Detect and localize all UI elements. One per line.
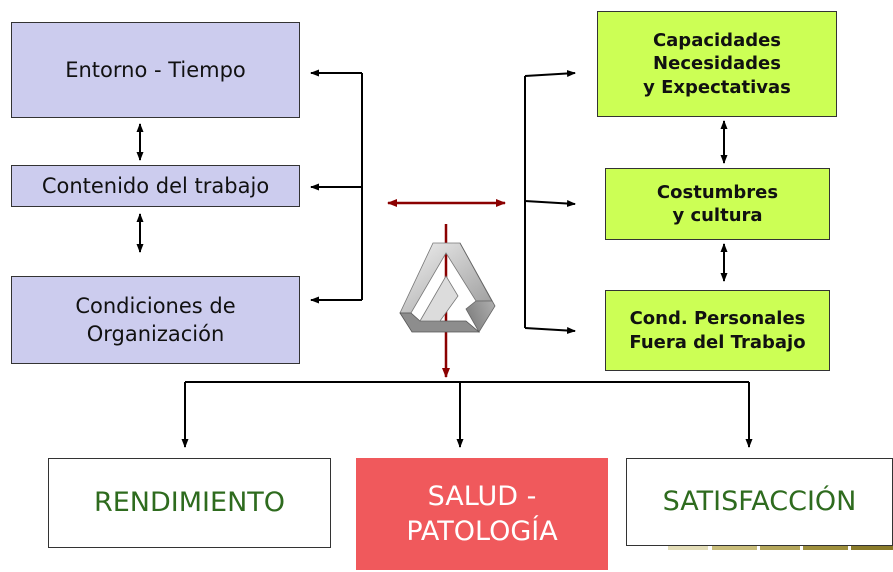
condiciones-organizacion-box: Condiciones de Organización <box>11 276 300 364</box>
salud-patologia-box: SALUD - PATOLOGÍA <box>356 458 608 570</box>
contenido-trabajo-box: Contenido del trabajo <box>11 165 300 207</box>
entorno-tiempo-box: Entorno - Tiempo <box>11 22 300 118</box>
footer-stripe <box>668 546 893 550</box>
bottom-distribution <box>181 381 753 448</box>
costumbres-cultura-box: Costumbres y cultura <box>605 168 830 240</box>
penrose-triangle-icon <box>399 242 496 333</box>
left-bracket <box>310 69 363 304</box>
rendimiento-box: RENDIMIENTO <box>48 458 331 548</box>
satisfaccion-box: SATISFACCIÓN <box>626 458 893 546</box>
right-bracket <box>524 69 576 335</box>
capacidades-box: Capacidades Necesidades y Expectativas <box>597 11 837 117</box>
cond-personales-box: Cond. Personales Fuera del Trabajo <box>605 290 830 371</box>
